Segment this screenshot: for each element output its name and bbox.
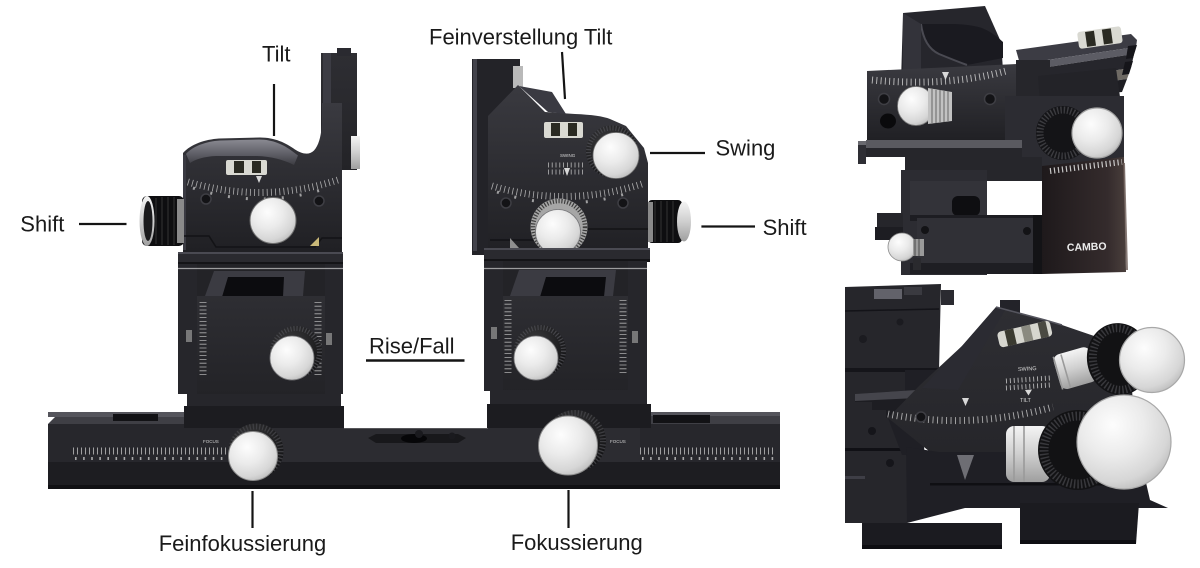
- svg-text:Shift: Shift: [763, 215, 807, 240]
- svg-text:Tilt: Tilt: [262, 42, 291, 67]
- svg-text:SWING: SWING: [560, 153, 576, 158]
- svg-text:Swing: Swing: [716, 136, 776, 161]
- svg-text:FOCUS: FOCUS: [610, 439, 626, 444]
- svg-text:TILT: TILT: [1020, 398, 1032, 404]
- svg-text:FOCUS: FOCUS: [203, 439, 219, 444]
- svg-text:CAMBO: CAMBO: [1067, 241, 1107, 254]
- svg-text:Rise/Fall: Rise/Fall: [369, 334, 455, 359]
- svg-text:SWING: SWING: [1018, 366, 1037, 373]
- svg-text:Shift: Shift: [20, 212, 64, 237]
- svg-text:Feinfokussierung: Feinfokussierung: [159, 531, 327, 556]
- svg-text:Fokussierung: Fokussierung: [511, 530, 643, 555]
- svg-text:Feinverstellung Tilt: Feinverstellung Tilt: [429, 25, 612, 50]
